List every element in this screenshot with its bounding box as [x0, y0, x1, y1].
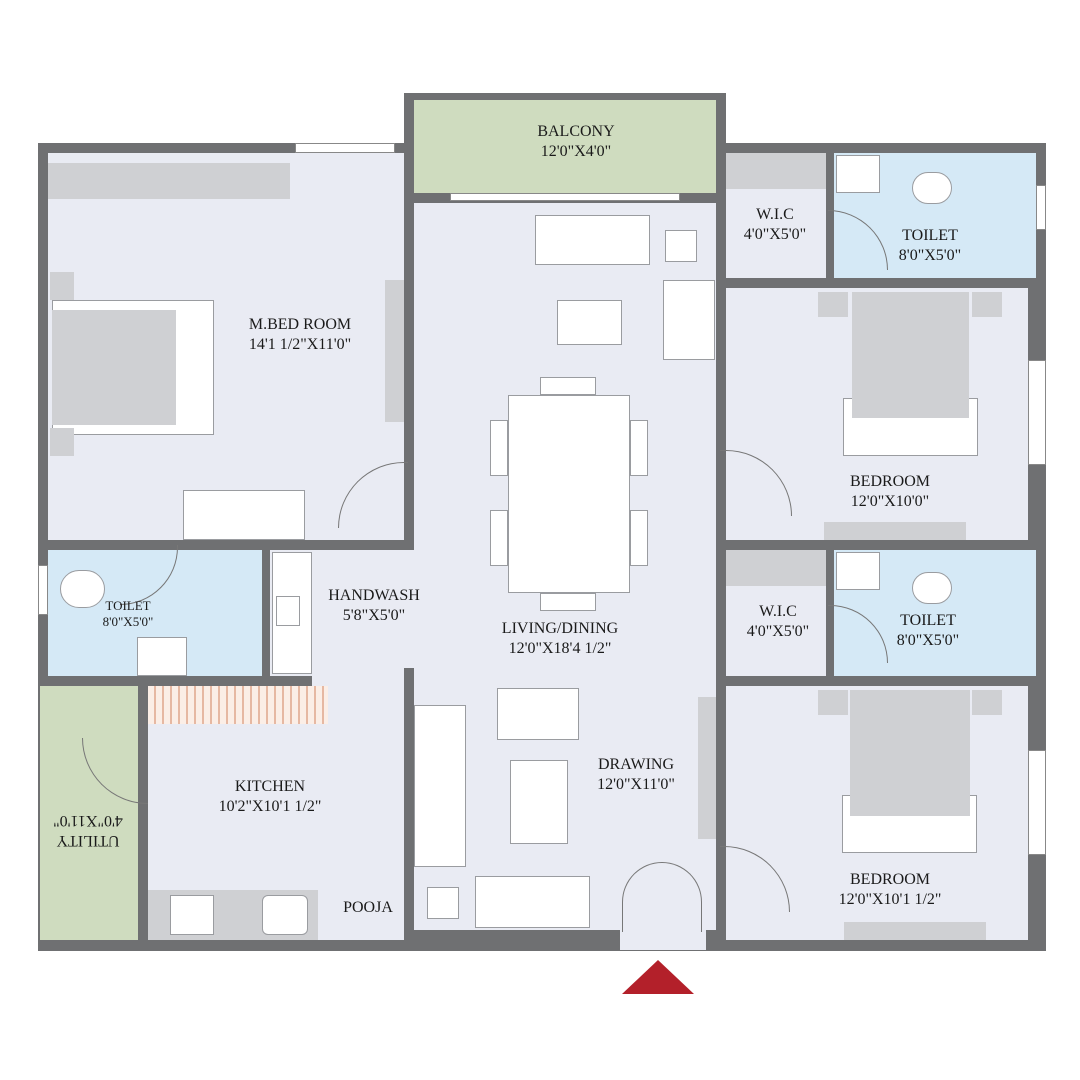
- dining-chair: [490, 510, 508, 566]
- tv-unit: [698, 697, 716, 839]
- washbasin-icon: [836, 155, 880, 193]
- main-entrance: [620, 930, 706, 950]
- toilet-icon: [60, 570, 105, 608]
- window: [38, 565, 48, 615]
- armchair: [497, 688, 579, 740]
- main-door[interactable]: [622, 862, 702, 932]
- balcony-sliding-door: [450, 193, 680, 201]
- label-pooja: POOJA: [343, 899, 393, 916]
- side-table: [50, 428, 74, 456]
- pooja: [330, 890, 404, 940]
- wardrobe: [48, 163, 290, 199]
- kitchen-counter-top: [148, 686, 328, 724]
- washbasin-icon: [276, 596, 300, 626]
- bed-sheet: [850, 690, 970, 816]
- toilet-icon: [912, 572, 952, 604]
- sofa: [475, 876, 590, 928]
- bed-sheet: [52, 310, 176, 425]
- balcony: [414, 100, 716, 193]
- dining-chair: [540, 377, 596, 395]
- side-table: [50, 272, 74, 300]
- armchair: [663, 280, 715, 360]
- stove-icon: [170, 895, 214, 935]
- side-table: [972, 690, 1002, 715]
- sink-icon: [262, 895, 308, 935]
- window: [1028, 750, 1046, 855]
- side-table: [427, 887, 459, 919]
- washbasin-icon: [137, 637, 187, 676]
- tv-unit: [844, 922, 986, 940]
- bed-sheet: [852, 292, 969, 418]
- window: [1036, 185, 1046, 230]
- tv-unit: [824, 522, 966, 540]
- window: [1028, 360, 1046, 465]
- wardrobe: [385, 280, 404, 422]
- toilet-icon: [912, 172, 952, 204]
- side-table: [972, 292, 1002, 317]
- utility: [40, 686, 138, 940]
- sofa: [414, 705, 466, 867]
- coffee-table: [510, 760, 568, 844]
- side-table: [818, 292, 848, 317]
- wardrobe: [726, 550, 826, 586]
- entrance-arrow-icon: [622, 960, 694, 994]
- dining-chair: [630, 510, 648, 566]
- window: [295, 143, 395, 153]
- side-table: [665, 230, 697, 262]
- sofa: [535, 215, 650, 265]
- sofa: [183, 490, 305, 540]
- coffee-table: [557, 300, 622, 345]
- dining-chair: [630, 420, 648, 476]
- kitchen-wall: [404, 668, 414, 940]
- washbasin-icon: [836, 552, 880, 590]
- wardrobe: [726, 153, 826, 189]
- side-table: [818, 690, 848, 715]
- dining-chair: [490, 420, 508, 476]
- dining-table: [508, 395, 630, 593]
- dining-chair: [540, 593, 596, 611]
